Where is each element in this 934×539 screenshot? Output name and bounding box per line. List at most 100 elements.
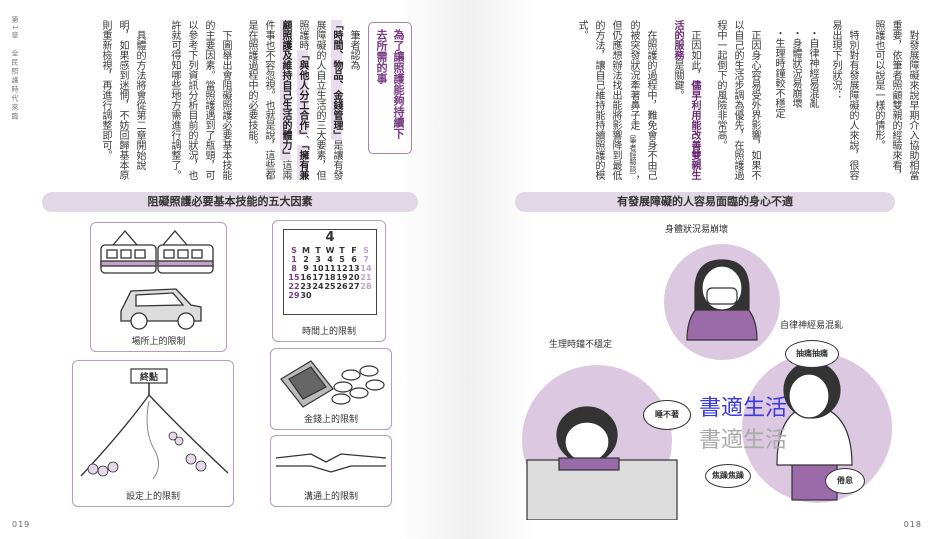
paragraph-conditions: 特別對有發展障礙的人來說，很容易出現下列狀況： xyxy=(823,20,861,188)
text: 在照護的過程中，難免會身不由己的被突發狀況牽著鼻子走 xyxy=(628,20,656,180)
calendar-day: 11 xyxy=(324,264,336,273)
section-banner: 有發展障礙的人容易面臨的身心不適 xyxy=(515,192,895,212)
list-item: ・生理時鐘較不穩定 xyxy=(773,28,784,118)
text: 筆者認為 xyxy=(348,30,359,70)
calendar-day: 21 xyxy=(360,273,372,282)
calendar-day: 27 xyxy=(348,282,360,291)
mountain-goal-illustration: 終點 xyxy=(80,368,229,480)
text: 、 xyxy=(297,135,308,145)
calendar-day: 29 xyxy=(288,291,300,300)
bold-text: 儘早利用能改善雙親生活的服務 xyxy=(672,20,700,180)
calendar-day: 19 xyxy=(336,273,348,282)
bubble-irritated: 焦躁焦躁 xyxy=(705,464,751,488)
calendar-weekday: W xyxy=(325,246,335,255)
calendar-day: 12 xyxy=(336,264,348,273)
calendar-day: 1 xyxy=(291,255,297,264)
calendar-day: 22 xyxy=(288,282,300,291)
watermark-shadow: 書適生活 xyxy=(699,428,788,453)
calendar-day: 8 xyxy=(291,264,297,273)
text: ，但仍應想辦法找出能將影響降到最低的方法，讓自己維持能持續照護的模式。 xyxy=(576,20,639,186)
calendar-weekday: T xyxy=(315,246,321,255)
condition-list: ・自律神經易混亂 ・身體狀況易崩壞 ・生理時鐘較不穩定 xyxy=(767,28,821,188)
paragraph-factors: 下圖舉出會阻礙照護必要基本技能的主要因素。當照護遇到了瓶頸，可以參考下列資訊分析… xyxy=(158,20,234,188)
calendar-weekday: S xyxy=(363,246,369,255)
paragraph-text: 具體的方法將會從第二章開始說明，如果感到迷惘，不妨回歸基本原則重新檢視，再進行調… xyxy=(100,20,145,180)
bubble-throbbing: 抽痛抽痛 xyxy=(785,340,839,368)
calendar-day: 9 xyxy=(303,264,309,273)
calendar-month: 4 xyxy=(325,230,335,245)
running-head: 第1章 全民照護時代來臨 xyxy=(11,16,19,122)
calendar-day: 5 xyxy=(339,255,345,264)
bubble-cant-sleep: 睡不著 xyxy=(643,400,691,430)
page-number: 018 xyxy=(903,520,922,529)
calendar-day xyxy=(360,291,372,300)
paragraph-text: 對發展障礙來說早期介入協助相當重要，依筆者照顧雙親的經驗來看，照護也可以說是一樣… xyxy=(873,20,918,180)
calendar-weekday: M xyxy=(302,246,310,255)
calendar-weekday: T xyxy=(339,246,345,255)
symptoms-illustration xyxy=(522,244,892,520)
calendar-day: 18 xyxy=(324,273,336,282)
calendar-day: 26 xyxy=(336,282,348,291)
paragraph-text: 特別對有發展障礙的人來說，很容易出現下列狀況： xyxy=(830,20,858,180)
calendar-day: 3 xyxy=(315,255,321,264)
calendar-weekday: F xyxy=(351,246,357,255)
text: 是關鍵。 xyxy=(672,60,683,100)
left-page: 第1章 全民照護時代來臨 為了讓照護能夠持續下去所需的事 筆者認為「時間、物品、… xyxy=(0,0,467,539)
panel-label: 時間上的限制 xyxy=(301,327,356,337)
calendar-day: 16 xyxy=(300,273,312,282)
calendar-day: 7 xyxy=(363,255,369,264)
paragraph-text: 下圖舉出會阻礙照護必要基本技能的主要因素。當照護遇到了瓶頸，可以參考下列資訊分析… xyxy=(169,20,231,180)
text: 是讓有發展障礙的人自立生活的三大要素，但照護時 xyxy=(297,20,342,180)
watermark: 書適生活 xyxy=(699,396,788,421)
calendar-day xyxy=(324,291,336,300)
calendar-day: 28 xyxy=(360,282,372,291)
label-body-condition: 身體狀況易崩壞 xyxy=(665,225,729,235)
wallet-coins-illustration xyxy=(280,360,385,408)
right-page: 對發展障礙來說早期介入協助相當重要，依筆者照顧雙親的經驗來看，照護也可以說是一樣… xyxy=(467,0,934,539)
calendar-day xyxy=(312,291,324,300)
panel-place-limit: 場所上的限制 xyxy=(90,222,227,352)
calendar-day: 30 xyxy=(300,291,312,300)
calendar-day xyxy=(348,291,360,300)
calendar-day: 2 xyxy=(303,255,309,264)
list-item: ・身體狀況易崩壞 xyxy=(790,28,801,108)
calendar-day: 14 xyxy=(360,264,372,273)
calendar-day: 20 xyxy=(348,273,360,282)
calendar-day: 4 xyxy=(327,255,333,264)
calendar-day: 6 xyxy=(351,255,357,264)
paragraph-text: 正因身心容易受外界影響，如果不以自己的生活步調為優先，在照護過程中一起倒下的風險… xyxy=(715,20,760,180)
calendar-weekday: S xyxy=(291,246,297,255)
section-heading-box: 為了讓照護能夠持續下去所需的事 xyxy=(368,22,412,154)
note-text: （筆者經驗談） xyxy=(629,130,637,176)
panel-money-limit: 金錢上的限制 xyxy=(270,348,392,430)
calendar-day: 10 xyxy=(312,264,324,273)
handshake-illustration xyxy=(275,453,387,473)
panel-label: 場所上的限制 xyxy=(131,337,186,347)
goal-sign: 終點 xyxy=(140,371,158,383)
page-number: 019 xyxy=(12,520,31,529)
calendar-day: 24 xyxy=(312,282,324,291)
calendar-day: 23 xyxy=(300,282,312,291)
highlight-text: 「與他人分工合作」 xyxy=(297,50,308,135)
label-autonomic-nerves: 自律神經易混亂 xyxy=(780,321,844,331)
paragraph-method: 具體的方法將會從第二章開始說明，如果感到迷惘，不妨回歸基本原則重新檢視，再進行調… xyxy=(88,20,148,188)
calendar-day: 17 xyxy=(312,273,324,282)
panel-label: 溝通上的限制 xyxy=(303,492,358,502)
calendar-day: 15 xyxy=(288,273,300,282)
panel-communication-limit: 溝通上的限制 xyxy=(270,435,392,507)
label-body-clock: 生理時鐘不穩定 xyxy=(549,340,613,350)
calendar-day: 25 xyxy=(324,282,336,291)
highlight-text: 「時間、物品、金錢管理」 xyxy=(331,20,342,140)
calendar-day: 13 xyxy=(348,264,360,273)
calendar-day xyxy=(336,291,348,300)
paragraph-risk: 正因身心容易受外界影響，如果不以自己的生活步調為優先，在照護過程中一起倒下的風險… xyxy=(707,20,763,188)
paragraph-early-support: 對發展障礙來說早期介入協助相當重要，依筆者照顧雙親的經驗來看，照護也可以說是一樣… xyxy=(865,20,921,188)
paragraph-key-service: 正因如此，儘早利用能改善雙親生活的服務是關鍵。 xyxy=(665,20,703,188)
panel-setting-limit: 終點 設定上的限制 xyxy=(72,360,234,507)
paragraph-care-mode: 在照護的過程中，難免會身不由己的被突發狀況牽著鼻子走（筆者經驗談），但仍應想辦法… xyxy=(567,20,659,188)
panel-label: 金錢上的限制 xyxy=(303,415,358,425)
section-banner: 阻礙照護必要基本技能的五大因素 xyxy=(42,192,418,212)
